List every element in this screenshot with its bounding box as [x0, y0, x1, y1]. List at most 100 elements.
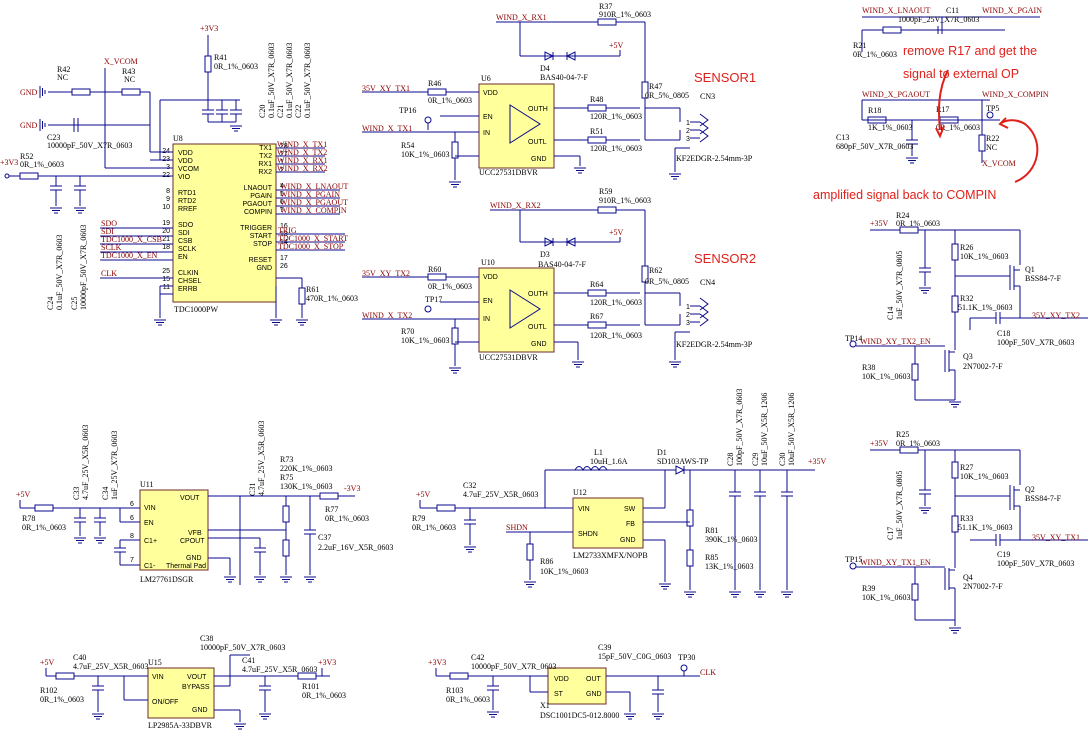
u6-body [478, 83, 555, 169]
svg-text:VDD: VDD [483, 274, 498, 281]
svg-text:10K_1%_0603: 10K_1%_0603 [401, 336, 449, 345]
svg-text:L1: L1 [594, 448, 603, 457]
svg-text:U12: U12 [573, 488, 587, 497]
u8-pin-number: 8 [166, 188, 170, 195]
svg-text:+35V: +35V [808, 457, 827, 466]
net-start: TDC1000_X_START [278, 234, 348, 243]
svg-text:1uF_50V_X7R_0805: 1uF_50V_X7R_0805 [895, 471, 904, 540]
svg-text:10K_1%_0603: 10K_1%_0603 [960, 472, 1008, 481]
svg-text:C29: C29 [751, 453, 760, 466]
svg-text:0R_1%_0603: 0R_1%_0603 [428, 282, 472, 291]
svg-text:D1: D1 [657, 448, 667, 457]
svg-text:10K_1%_0603: 10K_1%_0603 [960, 252, 1008, 261]
svg-text:R17: R17 [936, 105, 949, 114]
svg-text:BYPASS: BYPASS [182, 684, 210, 691]
svg-text:R37: R37 [599, 2, 612, 11]
svg-text:+3V3: +3V3 [318, 658, 336, 667]
svg-text:10K_1%_0603: 10K_1%_0603 [862, 593, 910, 602]
svg-text:15pF_50V_C0G_0603: 15pF_50V_C0G_0603 [598, 652, 671, 661]
net-xy-tx1-s1: 35V_XY_TX1 [362, 84, 410, 93]
svg-text:130K_1%_0603: 130K_1%_0603 [280, 482, 332, 491]
u8-pin-label: GND [256, 265, 272, 272]
pga-section: WIND_X_LNAOUT C11 1000pF_25V_X7R_0603 WI… [813, 6, 1049, 202]
svg-text:0R_1%_0603: 0R_1%_0603 [428, 96, 472, 105]
svg-text:R86: R86 [540, 557, 553, 566]
net-tx2: WIND_X_TX2 [277, 148, 327, 157]
svg-text:10000pF_50V_X7R_0603: 10000pF_50V_X7R_0603 [471, 662, 556, 671]
svg-text:R22: R22 [986, 134, 999, 143]
svg-text:D3: D3 [540, 250, 550, 259]
svg-text:GND: GND [531, 341, 547, 348]
svg-text:TP14: TP14 [845, 334, 862, 343]
svg-text:R27: R27 [960, 463, 973, 472]
svg-text:2.2uF_16V_X5R_0603: 2.2uF_16V_X5R_0603 [318, 543, 393, 552]
svg-text:10uF_50V_X5R_1206: 10uF_50V_X5R_1206 [760, 393, 769, 466]
svg-text:10uF_50V_X5R_1206: 10uF_50V_X5R_1206 [787, 393, 796, 466]
svg-text:C40: C40 [73, 653, 86, 662]
svg-text:+5V: +5V [609, 41, 624, 50]
svg-text:EN: EN [144, 520, 154, 527]
svg-text:R46: R46 [428, 79, 441, 88]
net-en: TDC1000_X_EN [101, 251, 158, 260]
note-amplified: amplified signal back to COMPIN [813, 188, 996, 202]
svg-text:+3V3: +3V3 [428, 658, 446, 667]
r61-ref: R61 [306, 285, 319, 294]
svg-text:10K_1%_0603: 10K_1%_0603 [401, 150, 449, 159]
svg-text:Q4: Q4 [963, 573, 973, 582]
svg-text:TP5: TP5 [986, 104, 999, 113]
c21-val: 0.1uF_50V_X7R_0603 [285, 43, 294, 118]
u10-body [478, 267, 555, 353]
svg-text:6: 6 [130, 501, 134, 508]
svg-text:C41: C41 [242, 656, 255, 665]
sensor2-label: SENSOR2 [694, 251, 756, 266]
net-trig: TRIG [278, 226, 297, 235]
svg-text:7: 7 [130, 557, 134, 564]
svg-text:WIND_X_PGAOUT: WIND_X_PGAOUT [862, 90, 930, 99]
u8-pin-label: TRIGGER [240, 225, 272, 232]
gnd-label-1: GND [20, 88, 38, 97]
svg-text:KF2EDGR-2.54mm-3P: KF2EDGR-2.54mm-3P [676, 340, 753, 349]
u8-pin-number: 21 [162, 236, 170, 243]
net-sdo: SDO [101, 219, 117, 228]
svg-text:100pF_50V_X7R_0603: 100pF_50V_X7R_0603 [997, 338, 1074, 347]
svg-text:R21: R21 [853, 41, 866, 50]
svg-text:4.7uF_25V_X5R_0603: 4.7uF_25V_X5R_0603 [73, 662, 148, 671]
net-compin: WIND_X_COMPIN [280, 206, 347, 215]
svg-text:ON/OFF: ON/OFF [152, 699, 178, 706]
svg-text:0R_1%_0603: 0R_1%_0603 [302, 691, 346, 700]
net-sclk: SCLK [101, 243, 122, 252]
u8-pin-number: 15 [162, 276, 170, 283]
u8-pin-number: 26 [280, 263, 288, 270]
p3v3-label-2: +3V3 [0, 158, 18, 167]
oscillator-section: X1 DSC1001DC5-012.8000 VDD ST OUT GND +3… [428, 643, 716, 720]
c25-ref: C25 [70, 297, 79, 310]
svg-text:1: 1 [686, 304, 690, 311]
svg-text:R77: R77 [325, 505, 338, 514]
svg-text:100pF_50V_X7R_0603: 100pF_50V_X7R_0603 [735, 389, 744, 466]
u8-pin-label: SDO [178, 222, 194, 229]
svg-text:C17: C17 [886, 527, 895, 540]
svg-text:390K_1%_0603: 390K_1%_0603 [705, 535, 757, 544]
svg-text:51.1K_1%_0603: 51.1K_1%_0603 [958, 303, 1012, 312]
svg-text:35V_XY_TX2: 35V_XY_TX2 [1032, 311, 1080, 320]
ldo-section: U15 LP2985A-33DBVR VIN ON/OFF VOUT BYPAS… [40, 634, 346, 730]
net-csb: TDC1000_X_CSB [101, 235, 162, 244]
svg-text:R79: R79 [412, 514, 425, 523]
svg-text:WIND_X_RX2: WIND_X_RX2 [490, 201, 541, 210]
u8-pin-label: EN [178, 254, 188, 261]
u8-pin-number: 25 [162, 268, 170, 275]
svg-text:+5V: +5V [16, 490, 31, 499]
u8-pin-number: 18 [162, 244, 170, 251]
u8-pin-label: VDD [178, 158, 193, 165]
u8-pin-label: RTD2 [178, 198, 196, 205]
u8-pin-label: VIO [178, 174, 191, 181]
note-remove-r17: remove R17 and get the [903, 44, 1037, 58]
svg-text:0R_1%_0603: 0R_1%_0603 [22, 523, 66, 532]
net-pgain: WIND_X_PGAIN [280, 190, 340, 199]
svg-text:SD103AWS-TP: SD103AWS-TP [657, 457, 709, 466]
svg-text:R24: R24 [896, 211, 909, 220]
svg-text:SHDN: SHDN [578, 531, 598, 538]
svg-text:120R_1%_0603: 120R_1%_0603 [590, 144, 642, 153]
svg-text:C18: C18 [997, 329, 1010, 338]
net-tx1: WIND_X_TX1 [277, 140, 327, 149]
